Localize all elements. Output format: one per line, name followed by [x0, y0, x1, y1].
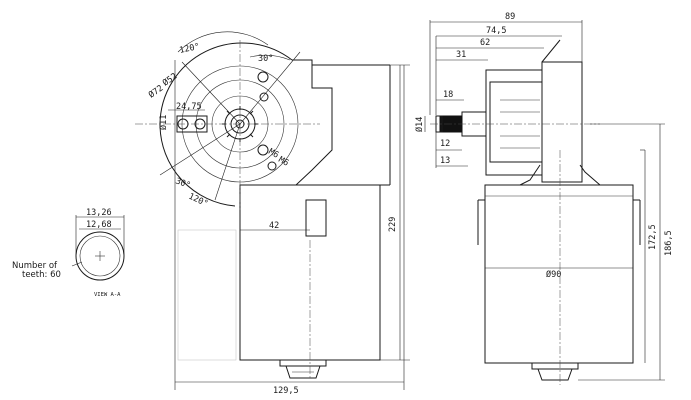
key-length-label: 12 — [440, 139, 450, 149]
teeth-label-line1: Number of — [12, 261, 58, 271]
flange-plate — [541, 61, 583, 183]
bottom-cap — [279, 359, 327, 367]
gear-root-circle — [79, 235, 121, 277]
angle-arc-small — [249, 55, 291, 61]
flange-corner — [541, 39, 561, 63]
side-bottom-cap — [531, 362, 579, 370]
angle-ray-top — [239, 51, 301, 125]
hub-length-label: 31 — [456, 50, 466, 60]
gear-detail: 13,26 12,68 Number of teeth: 60 VIEW A-A — [12, 208, 125, 298]
offset-label: 42 — [269, 221, 279, 231]
angle-bottom-label: 120° — [187, 192, 210, 210]
teeth-label-line2: teeth: 60 — [22, 270, 61, 280]
bolt-inner-label: Ø72 — [146, 83, 165, 101]
gear-root-diameter: 12,68 — [86, 220, 112, 230]
gearbox-outline — [240, 59, 333, 206]
mount-hole-bottom — [267, 161, 277, 171]
front-view: 120° 30° Ø52 Ø72 24,75 Ø11 M6 M6 30° 120… — [135, 31, 410, 396]
shaft-diameter-label: Ø14 — [414, 117, 425, 132]
side-motor-body — [484, 184, 634, 364]
flange-arc — [159, 42, 293, 126]
angle-top-label: 120° — [179, 42, 201, 56]
side-view: 89 74,5 62 31 18 Ø14 12 13 Ø90 186,5 172… — [414, 12, 674, 385]
angle-ray-low — [159, 123, 241, 176]
motor-slot — [305, 199, 327, 237]
hole-thread-2-label: M6 — [277, 155, 291, 169]
teeth-leader — [71, 261, 83, 267]
hole-spacing-label: 24,75 — [176, 102, 202, 112]
shaft-length-label: 18 — [443, 90, 453, 100]
angle-ray-ll — [214, 123, 241, 201]
mount-hole-upper — [259, 92, 269, 102]
flange-arc-lower — [159, 124, 236, 207]
motor-height-label: 172,5 — [648, 224, 658, 250]
gearbox-body — [485, 69, 543, 176]
angle-side-label: 30° — [174, 176, 192, 191]
mount-hole-top — [257, 71, 269, 83]
view-label: VIEW A-A — [94, 292, 121, 298]
angle-arc-top — [177, 31, 269, 53]
height-label: 229 — [388, 217, 398, 232]
flange-length-label: 74,5 — [486, 26, 506, 36]
hole-thread-1-label: M6 — [267, 147, 281, 161]
base-length-label: 13 — [440, 156, 450, 166]
faint-frame — [177, 229, 237, 361]
mount-hole-lower — [257, 144, 269, 156]
angle-small-label: 30° — [258, 54, 273, 64]
angle-ray-ul — [181, 61, 241, 125]
side-bottom-foot — [537, 368, 573, 381]
motor-diameter-label: Ø90 — [546, 269, 561, 280]
gearbox-inner — [489, 81, 543, 163]
bottom-foot — [285, 365, 321, 379]
overall-length-label: 89 — [505, 12, 515, 22]
width-label: 129,5 — [273, 386, 299, 396]
gear-outer-diameter: 13,26 — [86, 208, 112, 218]
bolt-outer-label: Ø52 — [160, 71, 179, 89]
hole-diameter-label: Ø11 — [158, 115, 169, 130]
total-height-label: 186,5 — [664, 230, 674, 256]
body-length-label: 62 — [480, 38, 490, 48]
